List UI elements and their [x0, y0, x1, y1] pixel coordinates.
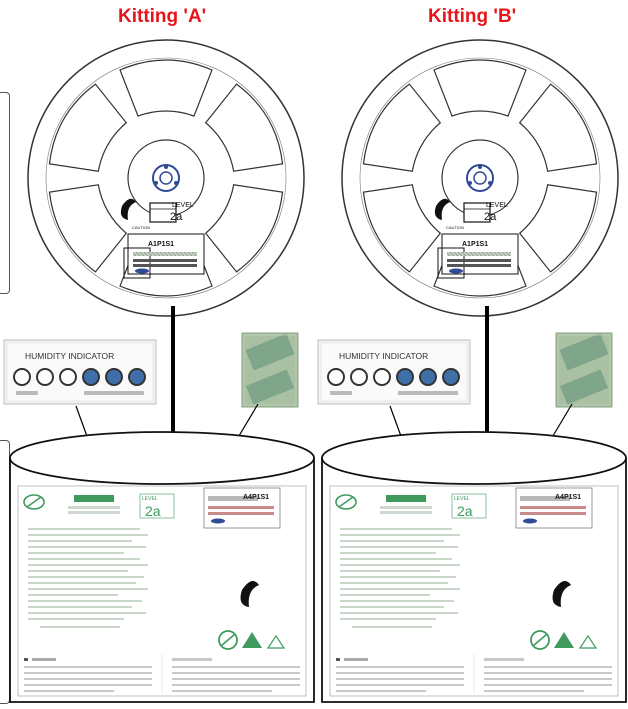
- kitting-a-title: Kitting 'A': [118, 6, 207, 27]
- reel-b-level-value: 2a: [484, 211, 497, 223]
- side-panel-top: [0, 92, 10, 294]
- desiccant-a: [241, 332, 299, 408]
- kit-b: LEVEL 2a A1P1S1 HUMIDITY INDICATOR LEVEL…: [317, 39, 627, 703]
- reel-b: [341, 39, 619, 317]
- humidity-card-b-title: HUMIDITY INDICATOR: [339, 351, 428, 361]
- kit-a: LEVEL 2a A1P1S1 HUMIDITY INDICATOR LEVEL…: [3, 39, 315, 703]
- humidity-card-a-title: HUMIDITY INDICATOR: [25, 351, 114, 361]
- humidity-card-a: [3, 339, 157, 405]
- kitting-b-title: Kitting 'B': [428, 6, 517, 27]
- reel-b-part-number: A1P1S1: [462, 241, 488, 248]
- bag-b: [321, 431, 627, 703]
- bag-b-level-label: LEVEL: [454, 496, 470, 502]
- bag-a-part-number: A4P1S1: [243, 494, 269, 501]
- reel-a: [27, 39, 305, 317]
- bag-a-level-value: 2a: [145, 503, 161, 519]
- bag-a: [9, 431, 315, 703]
- reel-a-level-label: LEVEL: [172, 202, 194, 209]
- bag-a-level-label: LEVEL: [142, 496, 158, 502]
- bag-b-level-value: 2a: [457, 503, 473, 519]
- reel-a-level-value: 2a: [170, 211, 183, 223]
- humidity-card-b: [317, 339, 471, 405]
- bag-b-part-number: A4P1S1: [555, 494, 581, 501]
- reel-b-level-label: LEVEL: [486, 202, 508, 209]
- reel-a-part-number: A1P1S1: [148, 241, 174, 248]
- desiccant-b: [555, 332, 613, 408]
